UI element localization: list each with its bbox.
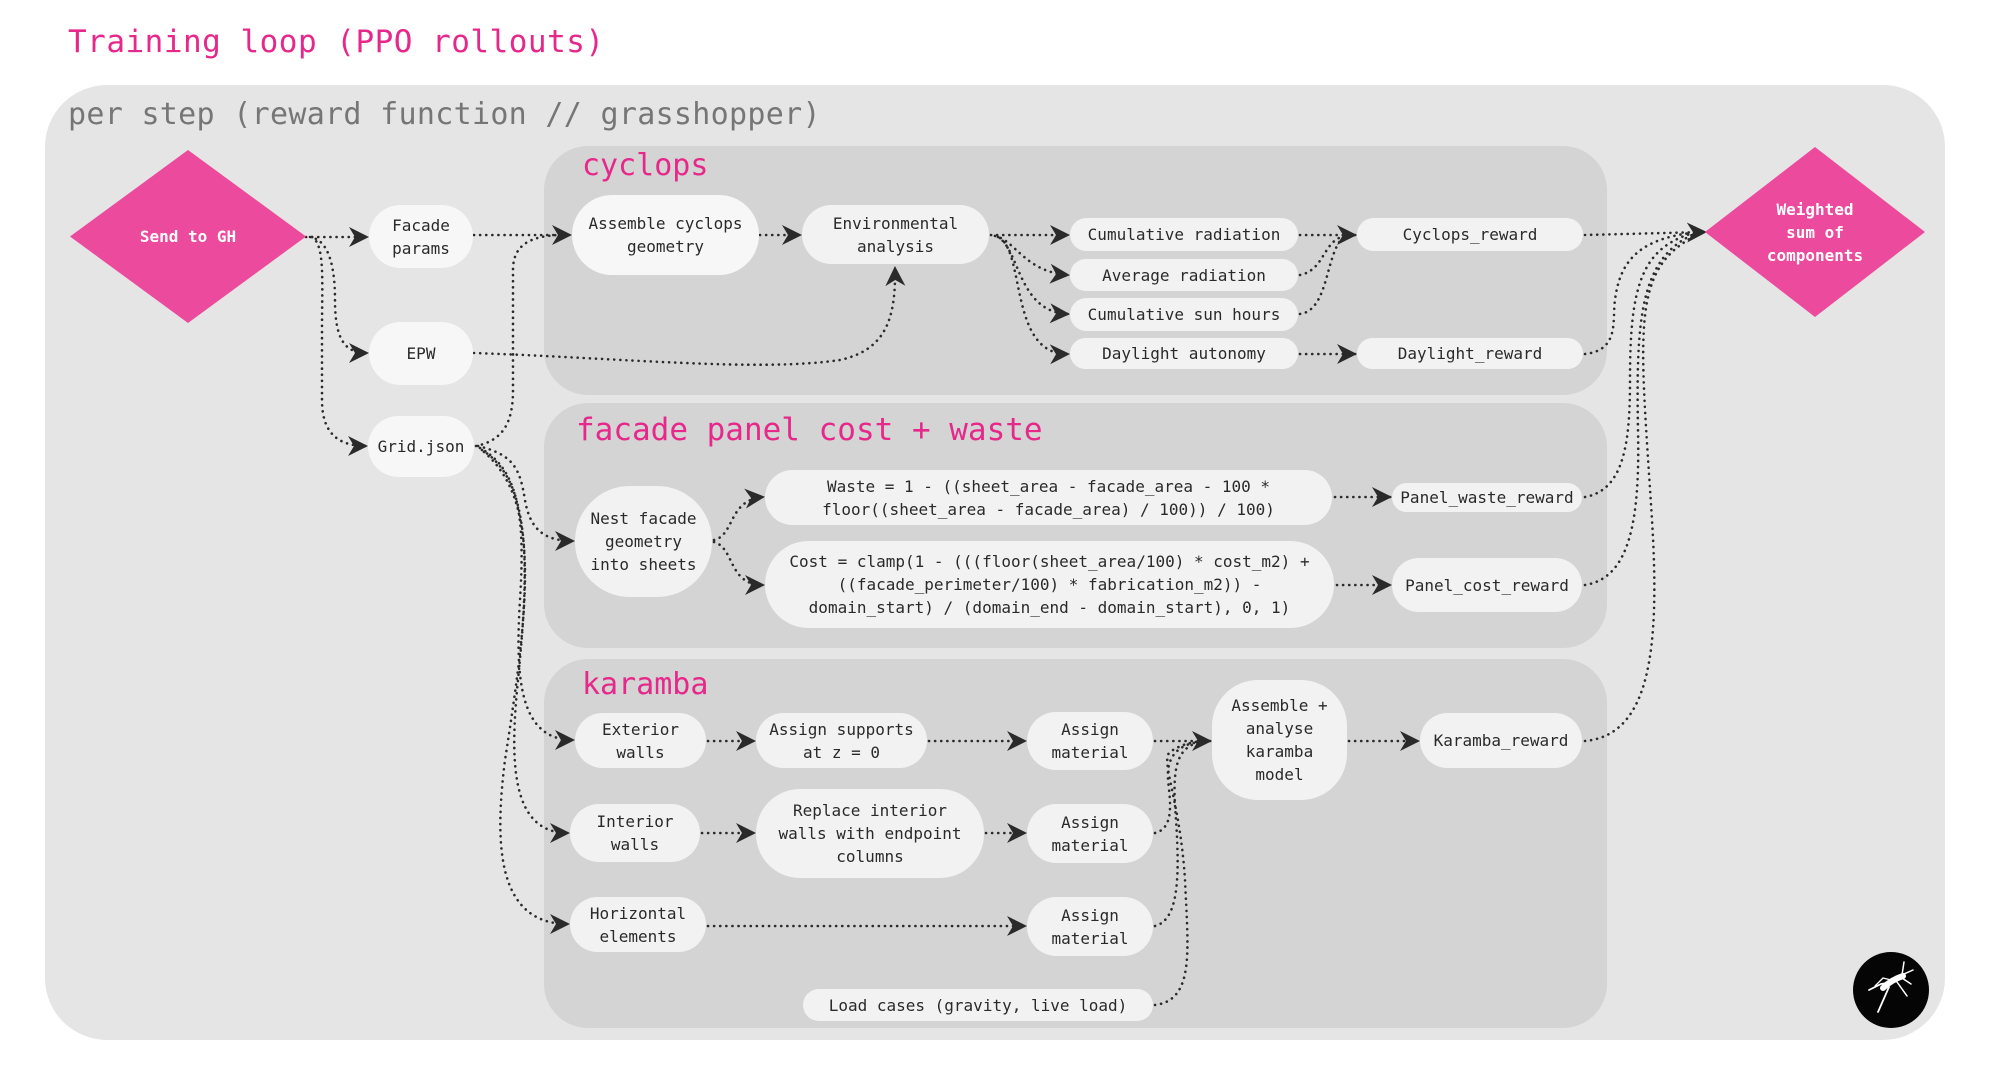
send-to-gh-node: Send to GH [70,150,306,323]
node-cost-formula: Cost = clamp(1 - (((floor(sheet_area/100… [765,541,1334,628]
node-daylight-autonomy: Daylight autonomy [1070,338,1298,369]
node-interior-walls: Interior walls [570,804,700,862]
grasshopper-logo [1853,952,1929,1028]
facade-panel-title: facade panel cost + waste [576,412,1043,448]
node-assign-material-2: Assign material [1027,804,1153,863]
page-title: Training loop (PPO rollouts) [68,24,605,60]
node-horizontal-elements: Horizontal elements [570,897,706,952]
node-average-radiation: Average radiation [1070,259,1298,291]
weighted-sum-diamond-shape [1705,147,1925,317]
node-assign-supports: Assign supports at z = 0 [756,713,927,768]
node-exterior-walls: Exterior walls [575,713,706,768]
node-assign-material-1: Assign material [1027,712,1153,770]
node-nest-facade-geometry: Nest facade geometry into sheets [575,486,712,597]
input-epw: EPW [369,322,473,385]
node-panel-cost-reward: Panel_cost_reward [1392,558,1582,612]
reward-function-label: per step (reward function // grasshopper… [68,97,821,132]
node-cumulative-radiation: Cumulative radiation [1070,218,1298,251]
node-daylight-reward: Daylight_reward [1357,338,1583,369]
node-karamba-reward: Karamba_reward [1420,713,1582,768]
weighted-sum-label: Weighted sum of components [1766,199,1864,265]
node-load-cases: Load cases (gravity, live load) [803,989,1153,1021]
node-waste-formula: Waste = 1 - ((sheet_area - facade_area -… [765,470,1332,525]
node-assign-material-3: Assign material [1027,897,1153,956]
input-facade-params: Facade params [369,205,473,268]
node-assemble-cyclops-geometry: Assemble cyclops geometry [572,195,759,275]
send-to-gh-diamond-shape [70,150,306,323]
node-panel-waste-reward: Panel_waste_reward [1392,483,1582,512]
send-to-gh-label: Send to GH [139,227,237,246]
grasshopper-icon [1868,961,1914,1013]
node-assemble-analyse-karamba: Assemble + analyse karamba model [1212,680,1347,800]
node-cyclops-reward: Cyclops_reward [1357,218,1583,251]
weighted-sum-node: Weighted sum of components [1705,147,1925,317]
input-grid-json: Grid.json [368,416,474,477]
node-environmental-analysis: Environmental analysis [802,205,989,264]
cyclops-panel-title: cyclops [582,148,709,183]
karamba-panel-title: karamba [582,667,709,702]
node-replace-interior-walls: Replace interior walls with endpoint col… [756,789,984,878]
node-cumulative-sun-hours: Cumulative sun hours [1070,298,1298,331]
